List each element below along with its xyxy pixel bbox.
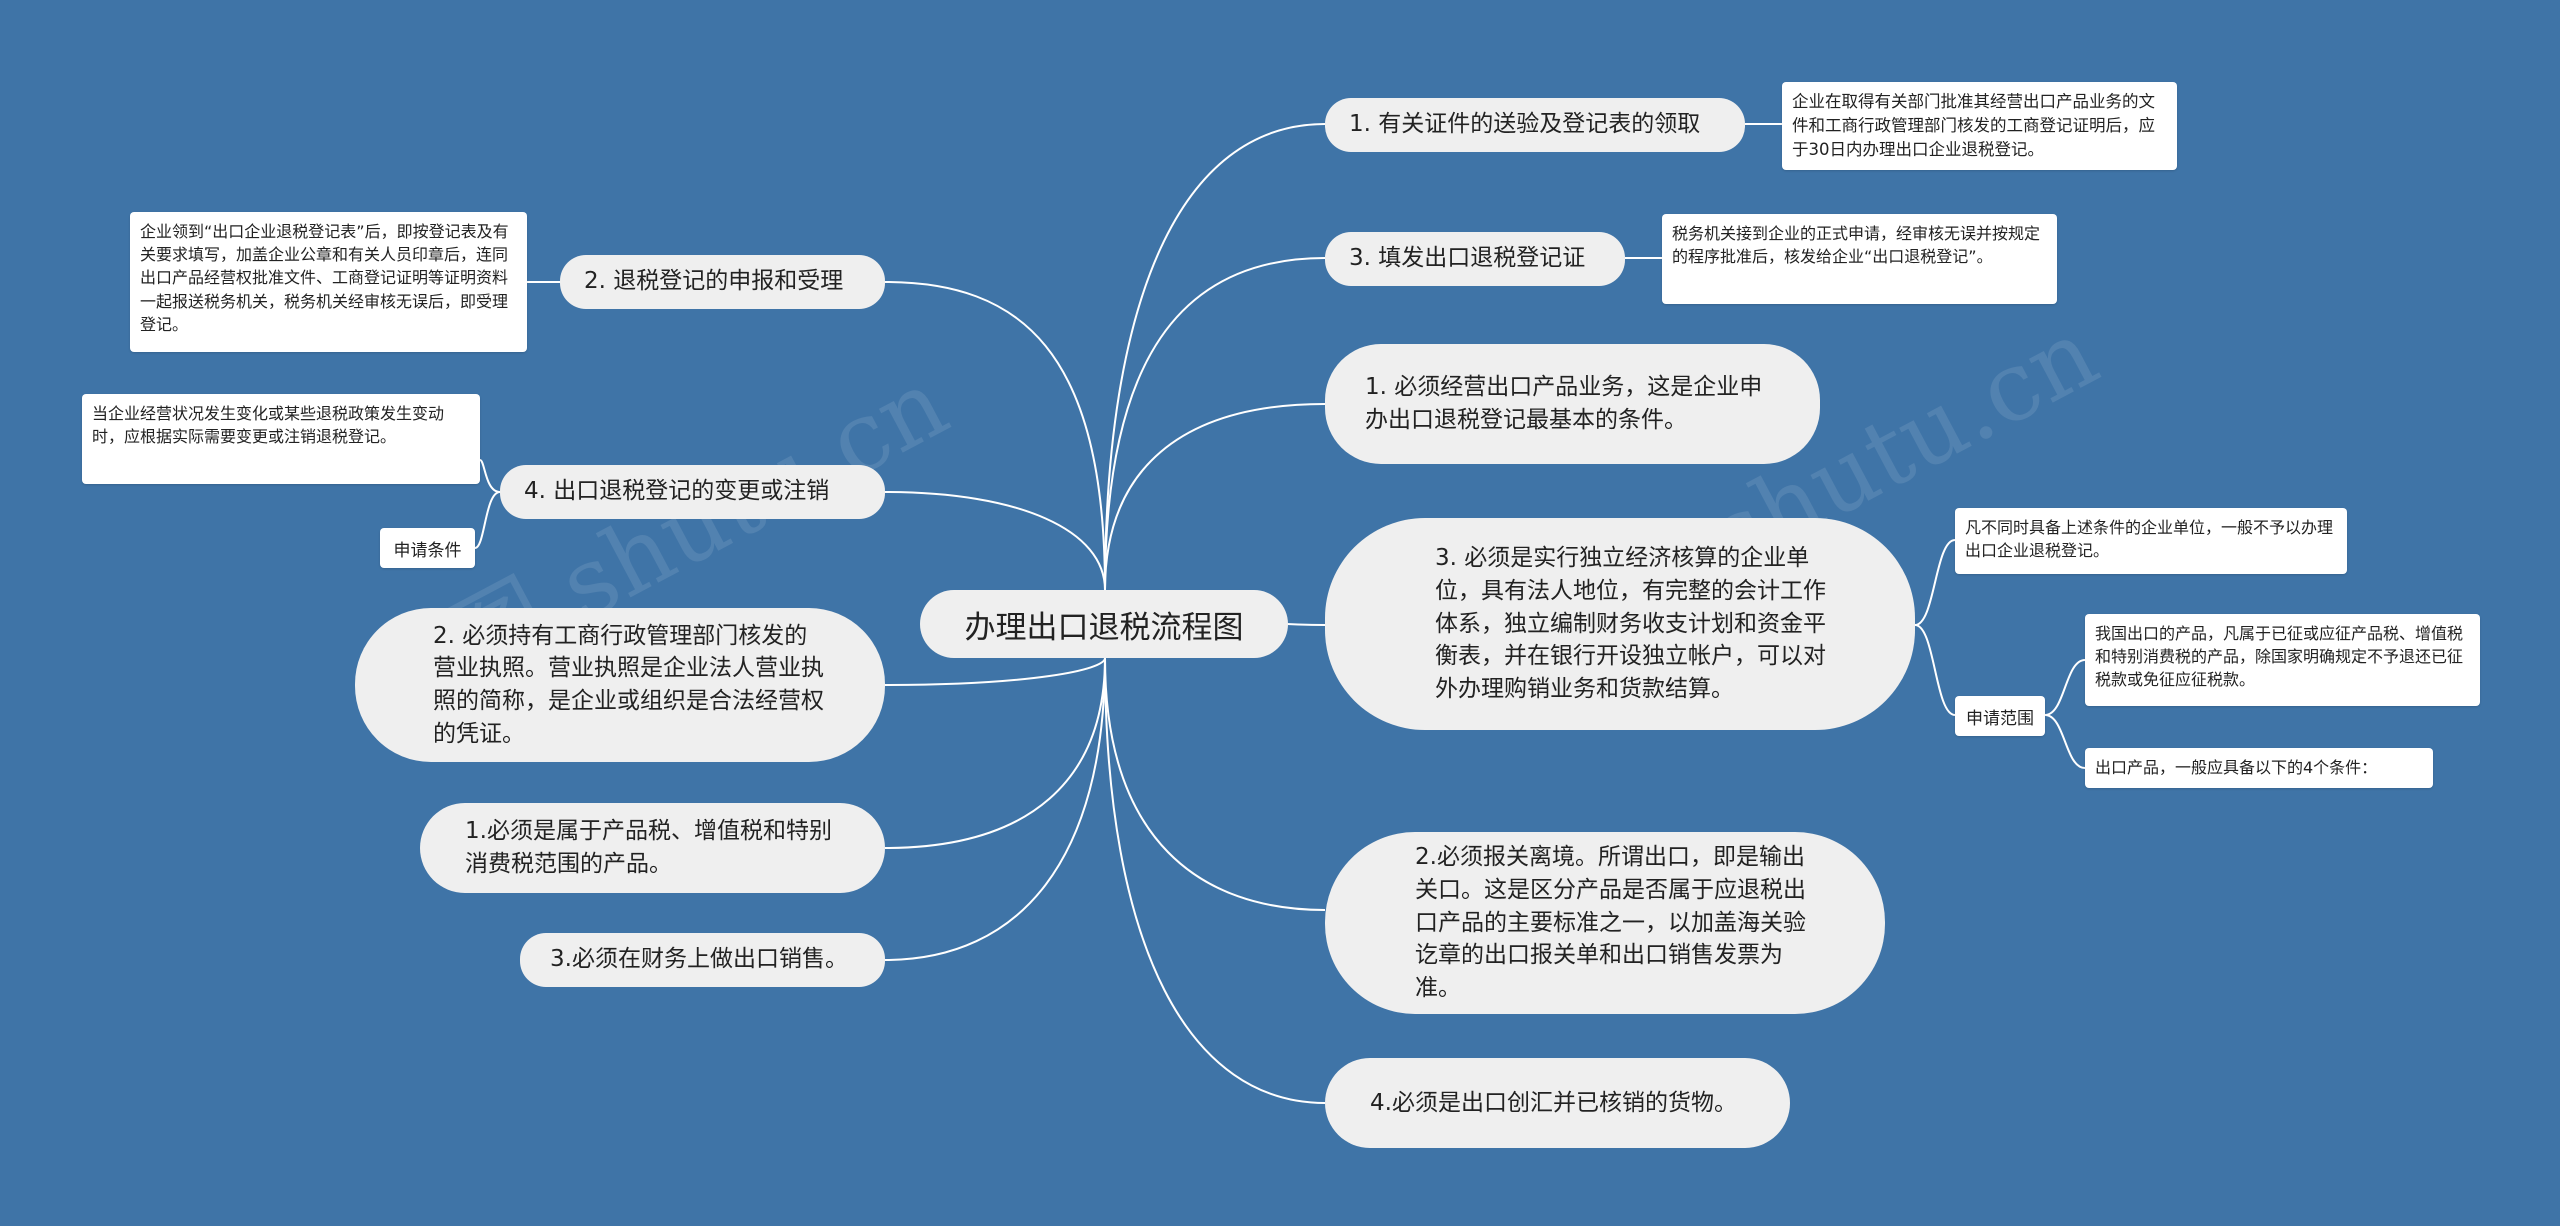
step3-detail: 税务机关接到企业的正式申请，经审核无误并按规定的程序批准后，核发给企业“出口退税… xyxy=(1662,214,2057,304)
link-cond3-children xyxy=(1914,539,1956,626)
export4-topic[interactable]: 4.必须是出口创汇并已核销的货物。 xyxy=(1325,1058,1790,1148)
scope1-detail: 我国出口的产品，凡属于已征或应征产品税、增值税和特别消费税的产品，除国家明确规定… xyxy=(2085,614,2480,706)
link-cond1 xyxy=(1104,403,1326,591)
link-step4-left xyxy=(479,459,501,493)
root-topic[interactable]: 办理出口退税流程图 xyxy=(920,590,1288,658)
link-export2 xyxy=(1104,657,1326,911)
export2-topic[interactable]: 2.必须报关离境。所谓出口，即是输出关口。这是区分产品是否属于应退税出口产品的主… xyxy=(1325,832,1885,1014)
export3-topic[interactable]: 3.必须在财务上做出口销售。 xyxy=(520,933,885,987)
step4-topic[interactable]: 4. 出口退税登记的变更或注销 xyxy=(500,465,885,519)
link-export1 xyxy=(884,657,1106,849)
cond2-topic[interactable]: 2. 必须持有工商行政管理部门核发的营业执照。营业执照是企业法人营业执照的简称，… xyxy=(355,608,885,762)
step1-topic[interactable]: 1. 有关证件的送验及登记表的领取 xyxy=(1325,98,1745,152)
link-export4 xyxy=(1104,657,1326,1104)
link-step2 xyxy=(884,281,1106,591)
link-step1 xyxy=(1104,123,1326,591)
scope-tag[interactable]: 申请范围 xyxy=(1955,696,2045,736)
cond1-topic[interactable]: 1. 必须经营出口产品业务，这是企业申办出口退税登记最基本的条件。 xyxy=(1325,344,1820,464)
link-export3 xyxy=(884,657,1106,961)
link-scope-children xyxy=(2044,659,2086,716)
step4-detail: 当企业经营状况发生变化或某些退税政策发生变动时，应根据实际需要变更或注销退税登记… xyxy=(82,394,480,484)
step3-topic[interactable]: 3. 填发出口退税登记证 xyxy=(1325,232,1625,286)
step2-topic[interactable]: 2. 退税登记的申报和受理 xyxy=(560,255,885,309)
cond3-topic[interactable]: 3. 必须是实行独立经济核算的企业单位，具有法人地位，有完整的会计工作体系，独立… xyxy=(1325,518,1915,730)
cond3-note: 凡不同时具备上述条件的企业单位，一般不予以办理出口企业退税登记。 xyxy=(1955,508,2347,574)
link-step3 xyxy=(1104,257,1326,591)
scope2-detail: 出口产品，一般应具备以下的4个条件： xyxy=(2085,748,2433,788)
conditions-tag[interactable]: 申请条件 xyxy=(380,528,475,568)
link-step4 xyxy=(884,491,1106,591)
link-cond2 xyxy=(884,657,1106,686)
export1-topic[interactable]: 1.必须是属于产品税、增值税和特别消费税范围的产品。 xyxy=(420,803,885,893)
step2-detail: 企业领到“出口企业退税登记表”后，即按登记表及有关要求填写，加盖企业公章和有关人… xyxy=(130,212,527,352)
step1-detail: 企业在取得有关部门批准其经营出口产品业务的文件和工商行政管理部门核发的工商登记证… xyxy=(1782,82,2177,170)
